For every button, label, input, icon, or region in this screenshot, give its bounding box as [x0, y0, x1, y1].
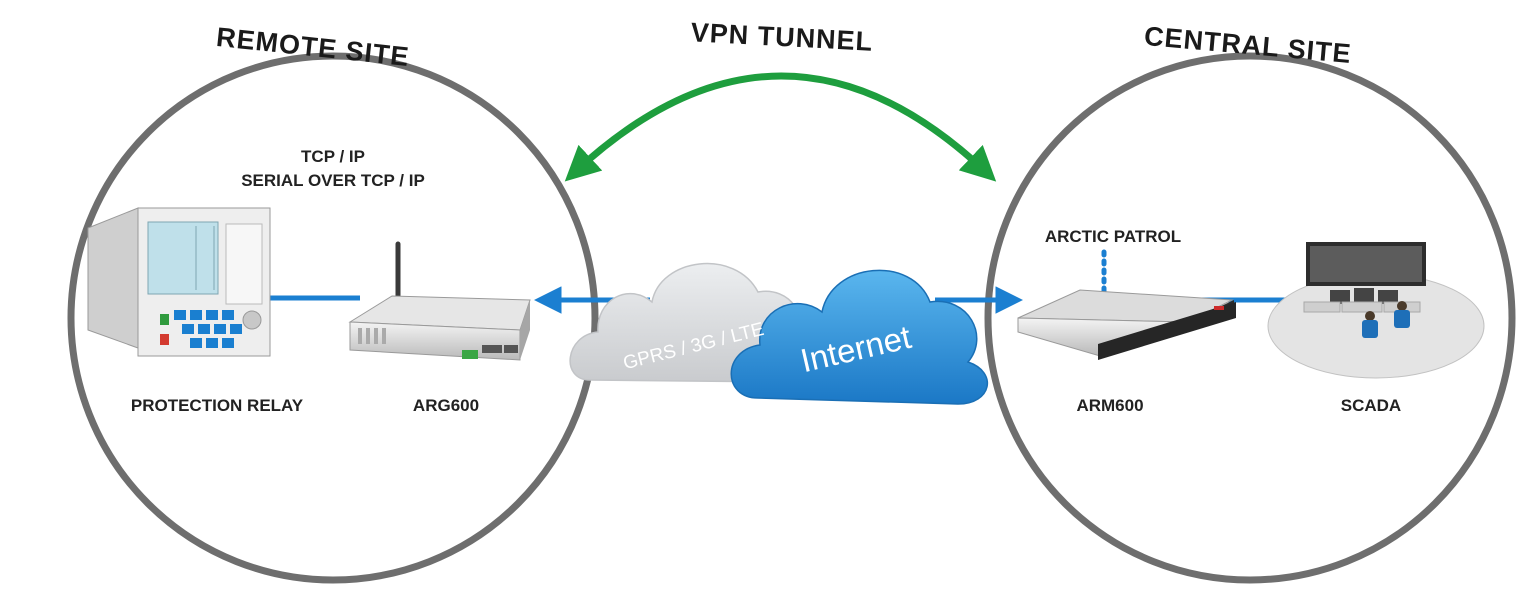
- central-site-title: CENTRAL SITE: [1143, 21, 1353, 69]
- protection-relay-label: PROTECTION RELAY: [131, 396, 304, 415]
- arctic-patrol-label: ARCTIC PATROL: [1045, 227, 1181, 246]
- central-site-ring: [984, 52, 1516, 584]
- protocol-label-line2: SERIAL OVER TCP / IP: [241, 171, 425, 190]
- arm600-label: ARM600: [1076, 396, 1143, 415]
- scada-label: SCADA: [1341, 396, 1401, 415]
- scada-control-room-icon: [1267, 242, 1485, 379]
- internet-cloud-icon: [730, 269, 988, 405]
- vpn-tunnel-title: VPN TUNNEL: [690, 17, 874, 57]
- protocol-label-line1: TCP / IP: [301, 147, 365, 166]
- remote-site-title: REMOTE SITE: [215, 22, 411, 72]
- vpn-tunnel-arrow: [564, 72, 997, 182]
- protection-relay-icon: [87, 207, 271, 357]
- arg600-label: ARG600: [413, 396, 479, 415]
- arg600-router-icon: [348, 241, 531, 361]
- arm600-server-icon: [1017, 289, 1236, 360]
- remote-site-ring: [67, 52, 599, 584]
